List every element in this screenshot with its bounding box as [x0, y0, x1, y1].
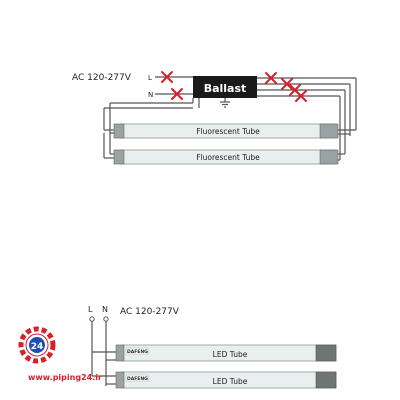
tube-label: LED Tube [213, 350, 248, 359]
cut-mark-icon [171, 88, 183, 100]
line-label-bottom: L [88, 305, 93, 314]
tube-brand: DAFENG [127, 349, 148, 355]
ground-icon [220, 98, 230, 108]
tube-label: Fluorescent Tube [196, 153, 260, 162]
logo-text: 24 [31, 342, 44, 352]
fluorescent-tube-2: Fluorescent Tube [104, 149, 345, 165]
supply-label-bottom: AC 120-277V [120, 307, 180, 317]
neutral-label-top: N [148, 91, 153, 99]
neutral-label-bottom: N [102, 305, 108, 314]
led-tube-1: DAFENG LED Tube [115, 344, 337, 362]
watermark-url: www.piping24.ir [28, 373, 102, 382]
cut-mark-icon [281, 78, 293, 90]
piping24-logo: 24 [18, 326, 56, 364]
line-label-top: L [148, 74, 152, 82]
tube-brand: DAFENG [127, 376, 148, 382]
cut-mark-icon [295, 90, 307, 102]
line-terminal [89, 316, 95, 322]
tube-label: Fluorescent Tube [196, 127, 260, 136]
tube-label: LED Tube [213, 377, 248, 386]
ballast-box [193, 76, 257, 98]
cut-mark-icon [265, 72, 277, 84]
led-tube-2: DAFENG LED Tube [115, 371, 337, 389]
fluorescent-tube-1: Fluorescent Tube [104, 123, 356, 139]
supply-label-top: AC 120-277V [72, 73, 132, 83]
cut-mark-icon [161, 71, 173, 83]
neutral-terminal [103, 316, 109, 322]
ballast-label: Ballast [204, 82, 247, 95]
